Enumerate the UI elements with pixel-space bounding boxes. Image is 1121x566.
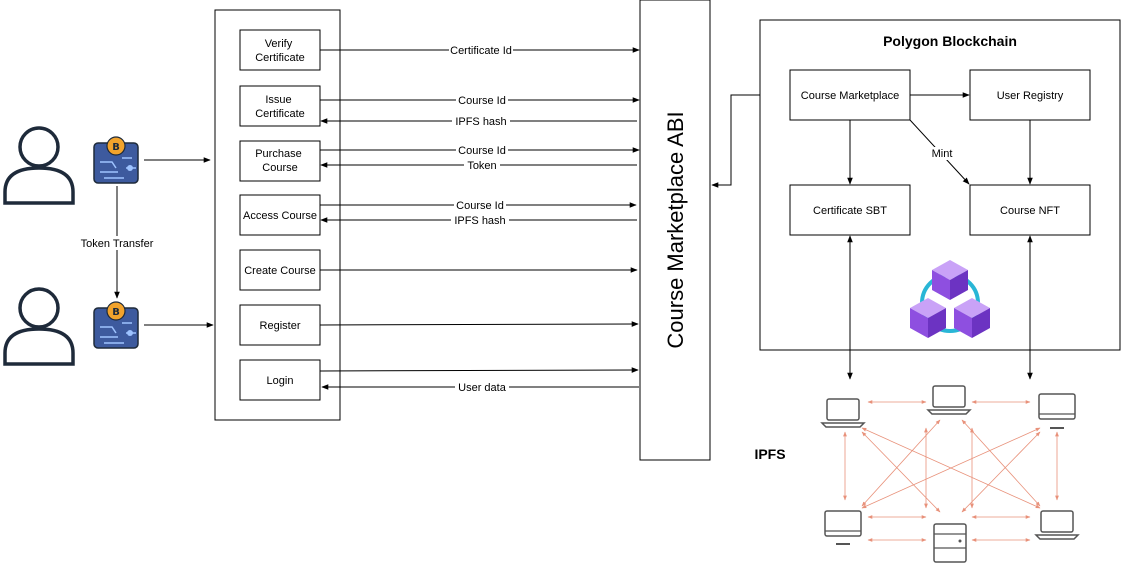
issue-certificate-button[interactable]: Issue Certificate xyxy=(239,85,321,127)
laptop-icon xyxy=(1034,510,1080,540)
desktop-icon xyxy=(824,510,862,545)
server-icon xyxy=(933,523,967,563)
course-id-issue-label: Course Id xyxy=(458,95,506,107)
issue-certificate-line1: Issue xyxy=(265,94,291,106)
ipfs-hash-issue-label: IPFS hash xyxy=(455,116,506,128)
token-transfer-label: Token Transfer xyxy=(81,238,154,250)
access-course-button[interactable]: Access Course xyxy=(239,194,321,236)
register-button[interactable]: Register xyxy=(239,304,321,346)
access-course-label: Access Course xyxy=(243,210,317,222)
svg-text:B: B xyxy=(112,307,120,318)
laptop-icon xyxy=(926,385,972,415)
purchase-course-button[interactable]: Purchase Course xyxy=(239,140,321,182)
course-id-purchase-label: Course Id xyxy=(458,145,506,157)
laptop-icon xyxy=(820,398,866,428)
svg-text:User Registry: User Registry xyxy=(997,90,1064,102)
ipfs-hash-access-label: IPFS hash xyxy=(454,215,505,227)
create-course-button[interactable]: Create Course xyxy=(239,249,321,291)
course-nft-node: Course NFT xyxy=(969,184,1091,236)
svg-text:Purchase Course: Purchase Course xyxy=(255,148,305,174)
abi-label: Course Marketplace ABI xyxy=(663,111,688,348)
desktop-icon xyxy=(1038,393,1076,429)
svg-text:Certificate SBT: Certificate SBT xyxy=(813,205,887,217)
token-label: Token xyxy=(467,160,496,172)
purchase-course-line2: Course xyxy=(262,162,297,174)
crypto-wallet-icon-bottom: B xyxy=(93,301,139,349)
blockchain-arrows: Mint xyxy=(847,92,1033,380)
blockchain-title: Polygon Blockchain xyxy=(883,33,1017,49)
action-arrows: Certificate Id Course Id IPFS hash Cours… xyxy=(319,44,640,394)
user-registry-node: User Registry xyxy=(969,69,1091,121)
svg-text:Issue Certificate: Issue Certificate xyxy=(255,94,305,120)
issue-certificate-line2: Certificate xyxy=(255,108,305,120)
user-icon-bottom xyxy=(3,287,75,366)
course-marketplace-abi: Course Marketplace ABI xyxy=(639,0,711,461)
create-course-label: Create Course xyxy=(244,265,316,277)
ipfs-network-links xyxy=(843,400,1059,542)
verify-certificate-button[interactable]: Verify Certificate xyxy=(239,29,321,71)
mint-label: Mint xyxy=(932,148,953,160)
svg-text:Course NFT: Course NFT xyxy=(1000,205,1060,217)
certificate-sbt-node: Certificate SBT xyxy=(789,184,911,236)
svg-text:Verify Certificate: Verify Certificate xyxy=(255,38,305,64)
svg-text:B: B xyxy=(112,142,120,153)
svg-text:Course Marketplace: Course Marketplace xyxy=(801,90,899,102)
polygon-logo-icon xyxy=(910,260,990,338)
purchase-course-line1: Purchase xyxy=(255,148,301,160)
course-id-access-label: Course Id xyxy=(456,200,504,212)
ipfs-label: IPFS xyxy=(754,446,785,462)
login-button[interactable]: Login xyxy=(239,359,321,401)
course-marketplace-node: Course Marketplace xyxy=(789,69,911,121)
crypto-wallet-icon-top: B xyxy=(93,136,139,184)
login-label: Login xyxy=(267,375,294,387)
certificate-id-label: Certificate Id xyxy=(450,45,512,57)
verify-certificate-line1: Verify xyxy=(265,38,293,50)
user-data-label: User data xyxy=(458,382,507,394)
user-icon-top xyxy=(3,126,75,205)
verify-certificate-line2: Certificate xyxy=(255,52,305,64)
register-label: Register xyxy=(260,320,301,332)
